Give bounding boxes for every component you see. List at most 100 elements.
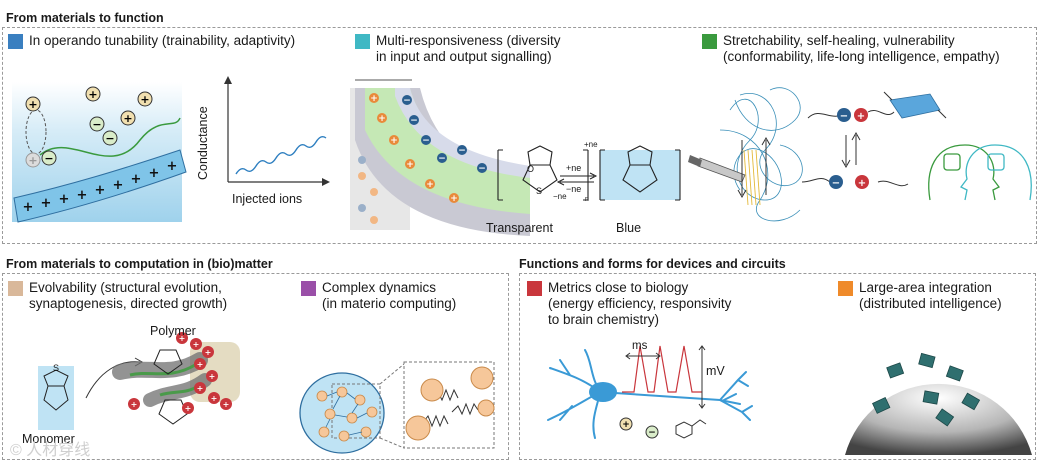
healing-fibers <box>743 149 761 206</box>
pedot-blue-structure <box>599 145 681 201</box>
label-plus-ne: +ne <box>566 163 582 173</box>
item-evolvability: Evolvability (structural evolution, syna… <box>8 280 227 312</box>
conductance-plot <box>224 76 330 186</box>
neuron-illustration <box>547 349 753 439</box>
svg-text:+: + <box>378 114 386 124</box>
svg-text:+: + <box>211 394 218 403</box>
ion-minus-2: − <box>105 132 114 145</box>
svg-text:+: + <box>95 183 106 198</box>
label-mv: mV <box>706 364 725 378</box>
svg-text:−: − <box>422 136 430 146</box>
svg-text:+: + <box>406 160 414 170</box>
curved-device-illustration: − − − − − − + + + + + + <box>350 79 530 236</box>
svg-text:−: − <box>403 96 411 106</box>
label-pedot-o-left: O <box>527 164 535 174</box>
multi-text: Multi-responsiveness (diversity in input… <box>376 33 561 64</box>
svg-text:+: + <box>209 372 216 381</box>
svg-text:−: − <box>478 164 486 174</box>
item-operando-tunability: In operando tunability (trainability, ad… <box>8 33 295 49</box>
svg-text:−: − <box>438 154 446 164</box>
evolv-swatch <box>8 281 23 296</box>
polymer-growth-illustration: + + + + + + + + + + <box>112 332 240 425</box>
svg-text:+: + <box>167 159 178 174</box>
svg-text:−: − <box>832 178 840 189</box>
ion-minus-3: − <box>44 152 53 165</box>
ion-pair-illustration: − + − + <box>801 108 909 189</box>
svg-text:+: + <box>193 340 200 349</box>
evolv-text: Evolvability (structural evolution, syna… <box>29 280 228 311</box>
healing-arrows <box>737 136 771 199</box>
multi-swatch <box>355 34 370 49</box>
svg-text:+: + <box>131 172 142 187</box>
ion-plus-2: + <box>88 88 97 101</box>
label-pedot-s: S <box>536 186 543 196</box>
empathy-heads-icon <box>928 144 1032 201</box>
label-polymer: Polymer <box>150 324 196 338</box>
label-transparent: Transparent <box>486 221 553 235</box>
label-minus-ne: −ne <box>566 184 582 194</box>
svg-text:+: + <box>197 384 204 393</box>
svg-text:+: + <box>41 196 52 211</box>
section-title-bottom-right: Functions and forms for devices and circ… <box>519 257 786 271</box>
stretch-text: Stretchability, self-healing, vulnerabil… <box>723 33 1000 64</box>
ion-minus-1: − <box>92 118 101 131</box>
svg-text:+: + <box>23 200 34 215</box>
svg-text:+: + <box>149 166 160 181</box>
label-pedot-n: n <box>585 196 589 203</box>
section-title-top: From materials to function <box>6 11 164 25</box>
svg-text:+: + <box>77 188 88 203</box>
bottom-right-panel <box>519 273 1036 460</box>
polymer-chain-green <box>39 117 181 157</box>
top-panel <box>2 27 1037 244</box>
svg-text:+: + <box>131 400 138 409</box>
spring-network-illustration <box>379 361 495 449</box>
polymer-ribbon <box>13 149 187 223</box>
bottom-left-panel <box>2 273 509 460</box>
item-multi-responsiveness: Multi-responsiveness (diversity in input… <box>355 33 561 65</box>
axis-label-injected-ions: Injected ions <box>232 192 303 206</box>
svg-text:+: + <box>370 94 378 104</box>
monomer-to-polymer-arrow <box>85 361 141 399</box>
item-stretchability: Stretchability, self-healing, vulnerabil… <box>702 33 1000 65</box>
neurochemical-icons: + − <box>619 417 707 439</box>
svg-text:+: + <box>179 334 186 343</box>
redox-arrows <box>556 172 598 186</box>
stretch-film-icon <box>883 91 947 119</box>
svg-text:+: + <box>390 136 398 146</box>
chem-plus: + <box>622 420 630 430</box>
svg-text:+: + <box>185 404 192 413</box>
metrics-text: Metrics close to biology (energy efficie… <box>548 280 732 327</box>
label-monomer-s: S <box>53 363 60 373</box>
label-minus-ne-lower: −ne <box>553 192 567 201</box>
stretch-swatch <box>702 34 717 49</box>
svg-text:+: + <box>450 194 458 204</box>
neuron-soma <box>589 382 617 402</box>
svg-text:+: + <box>59 192 70 207</box>
conductance-curve <box>235 135 327 175</box>
ion-plus-1: + <box>28 98 37 111</box>
dome-device-array <box>845 352 1032 455</box>
item-metrics: Metrics close to biology (energy efficie… <box>527 280 731 328</box>
ion-plus-3: + <box>140 93 149 106</box>
action-potential-plot <box>622 345 706 409</box>
svg-text:+: + <box>857 111 865 122</box>
complex-text: Complex dynamics (in materio computing) <box>322 280 457 311</box>
item-large-area: Large-area integration (distributed inte… <box>838 280 1002 312</box>
operando-text: In operando tunability (trainability, ad… <box>29 33 296 48</box>
svg-text:+: + <box>197 360 204 369</box>
label-plus-ne-superscript: +ne <box>584 140 598 149</box>
pedot-transparent-structure <box>497 145 589 201</box>
ion-plus-faded: + <box>28 154 37 167</box>
svg-text:+: + <box>858 178 866 189</box>
item-complex-dynamics: Complex dynamics (in materio computing) <box>301 280 456 312</box>
chem-minus: − <box>648 428 656 438</box>
watermark: © 人材穿线 <box>10 442 91 459</box>
label-monomer: Monomer <box>22 432 75 446</box>
svg-text:+: + <box>223 400 230 409</box>
complex-swatch <box>301 281 316 296</box>
section-title-bottom-left: From materials to computation in (bio)ma… <box>6 257 273 271</box>
network-cell-illustration <box>299 372 385 454</box>
